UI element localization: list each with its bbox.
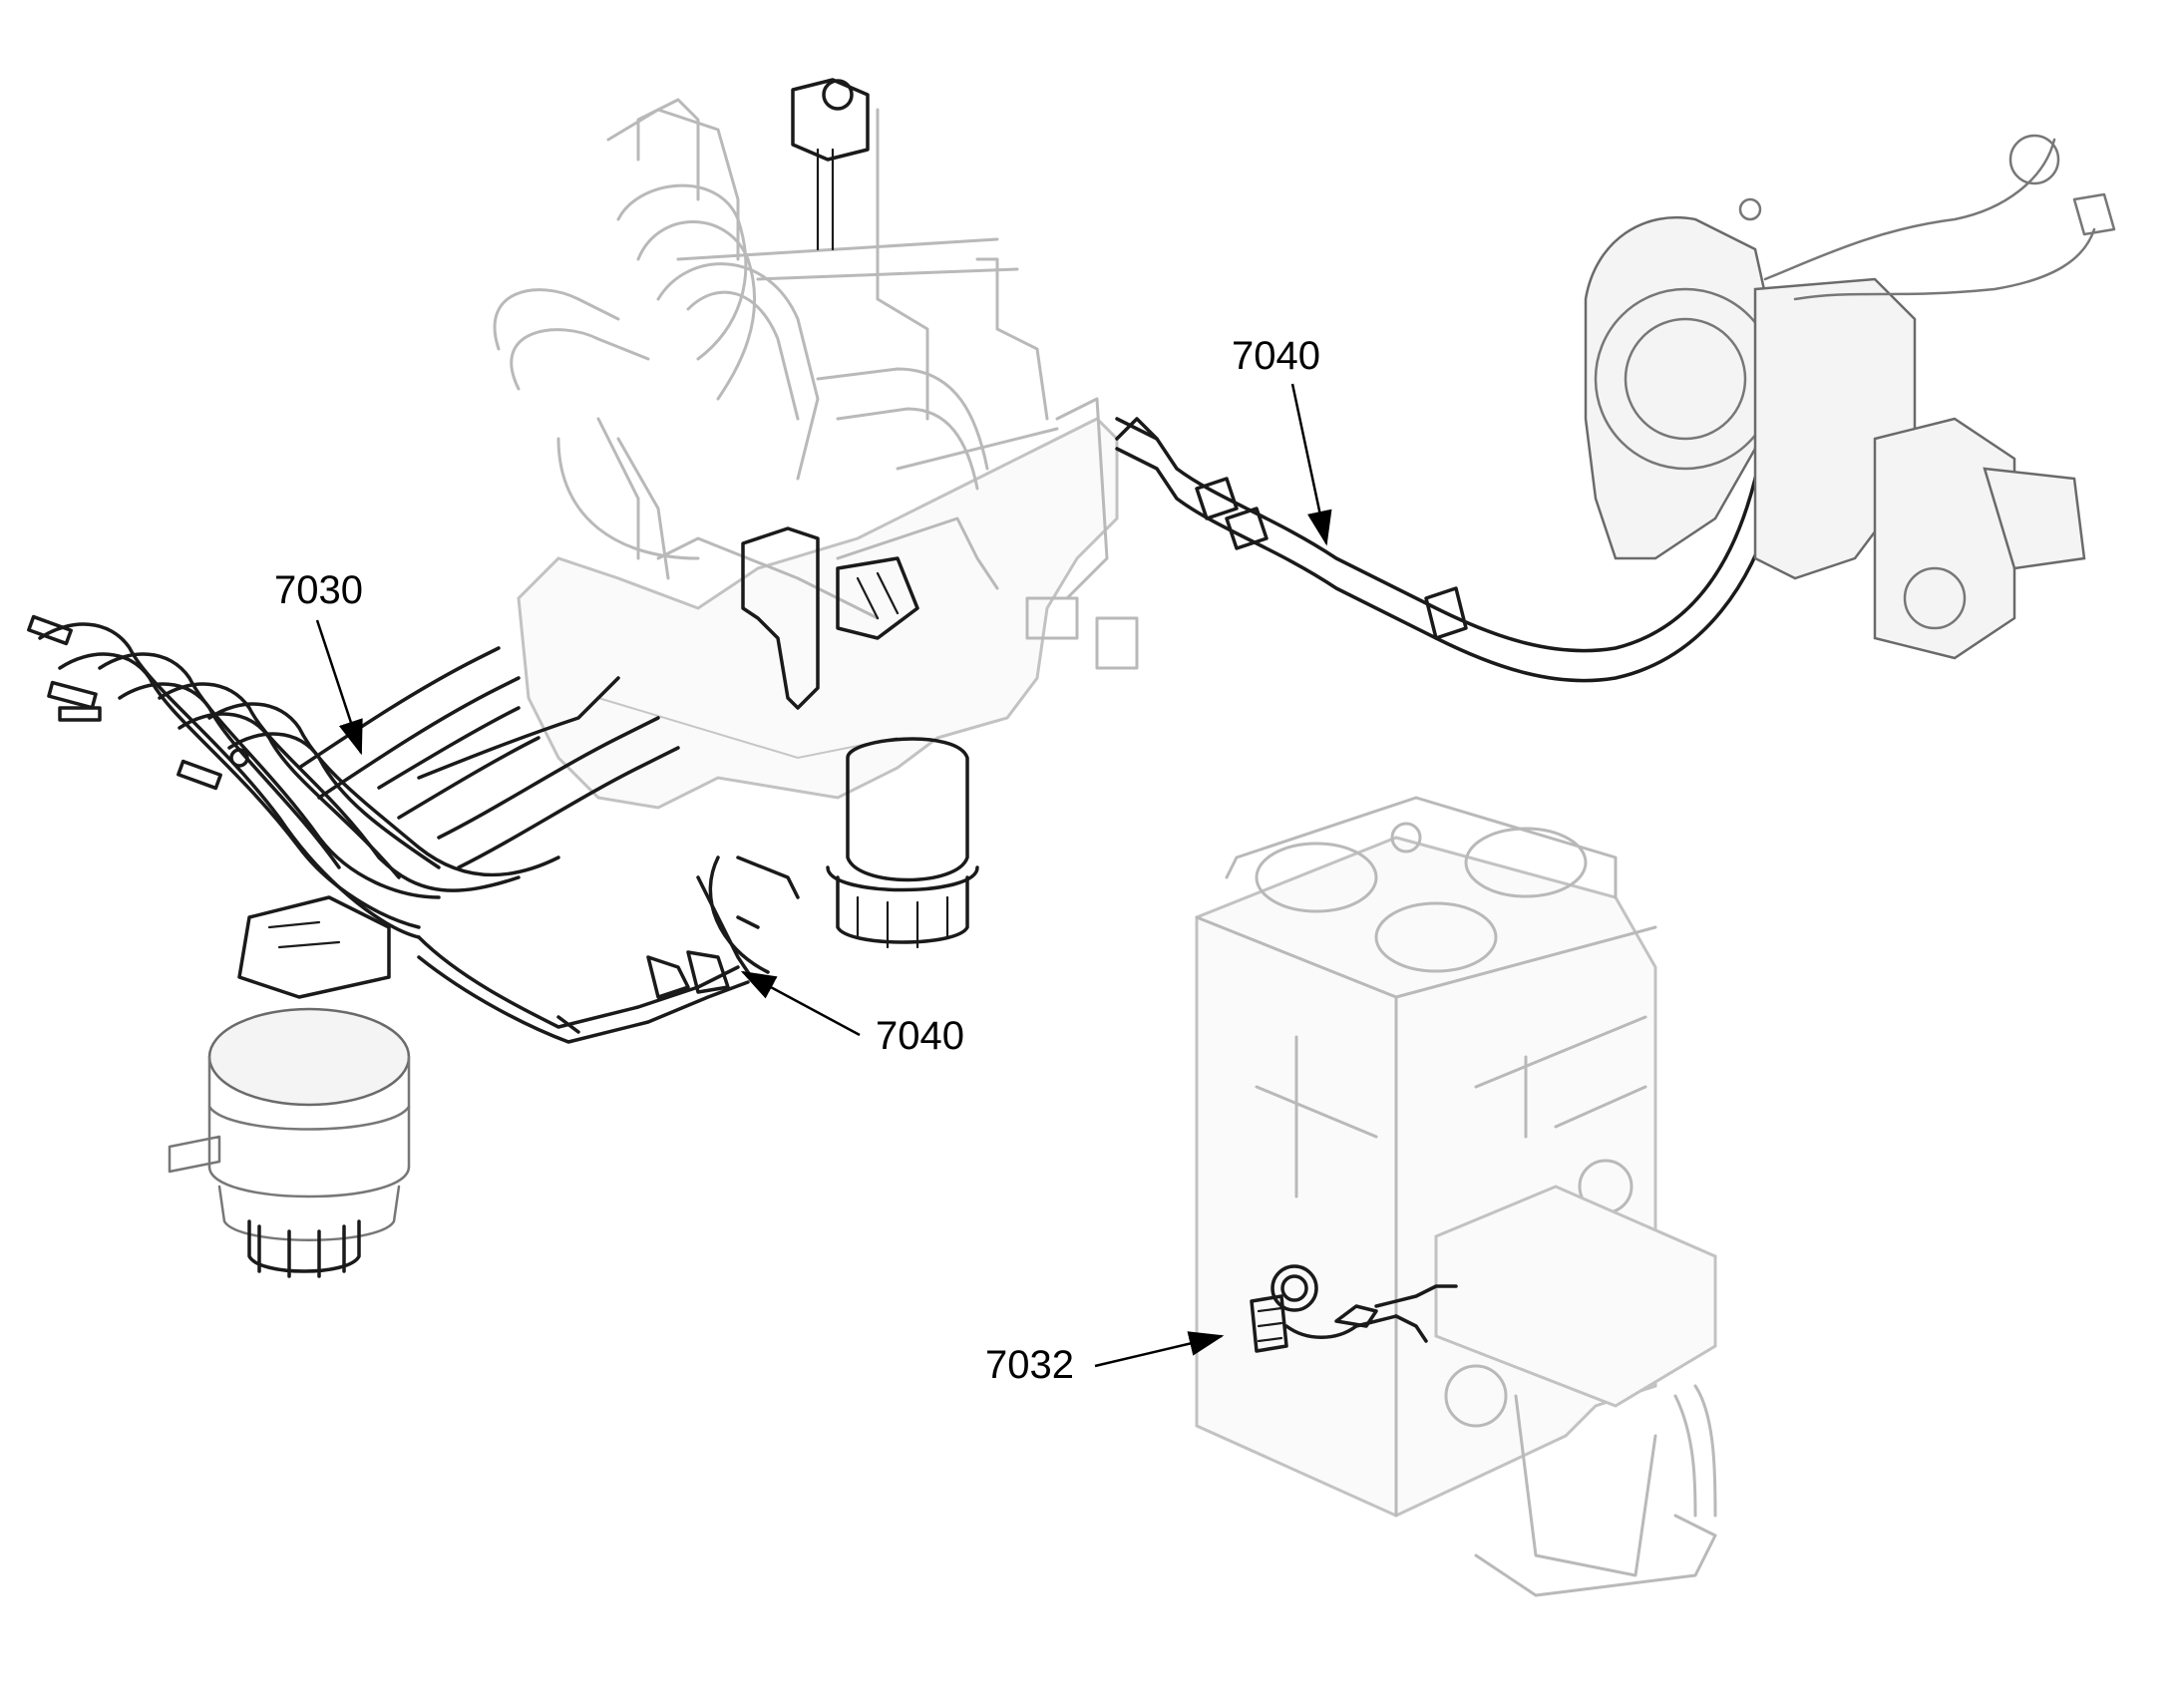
hose-bundle-7030 bbox=[27, 614, 680, 939]
callout-label-7032: 7032 bbox=[985, 1343, 1074, 1387]
callout-label-7030: 7030 bbox=[274, 568, 363, 612]
callout-7032: 7032 bbox=[985, 1331, 1225, 1387]
hose-run-7040-lower bbox=[417, 855, 800, 1044]
valve-bracket bbox=[741, 526, 919, 710]
chassis-frame bbox=[517, 98, 1139, 810]
callout-label-7040-top: 7040 bbox=[1232, 334, 1320, 378]
hydraulic-tank bbox=[1195, 796, 1717, 1597]
valve-block-hoses bbox=[493, 183, 989, 580]
left-travel-motor bbox=[168, 895, 411, 1278]
callout-7030: 7030 bbox=[274, 568, 363, 756]
hose-run-7040-upper bbox=[1115, 352, 1807, 683]
right-travel-motor bbox=[826, 737, 979, 949]
joystick-switch bbox=[791, 78, 870, 251]
callout-7040-bottom: 7040 bbox=[740, 970, 964, 1058]
callout-7040-top: 7040 bbox=[1232, 334, 1332, 546]
callout-label-7040-bottom: 7040 bbox=[876, 1014, 964, 1058]
sensor-harness-7032 bbox=[1250, 1264, 1458, 1353]
pump-assembly bbox=[1584, 134, 2116, 660]
